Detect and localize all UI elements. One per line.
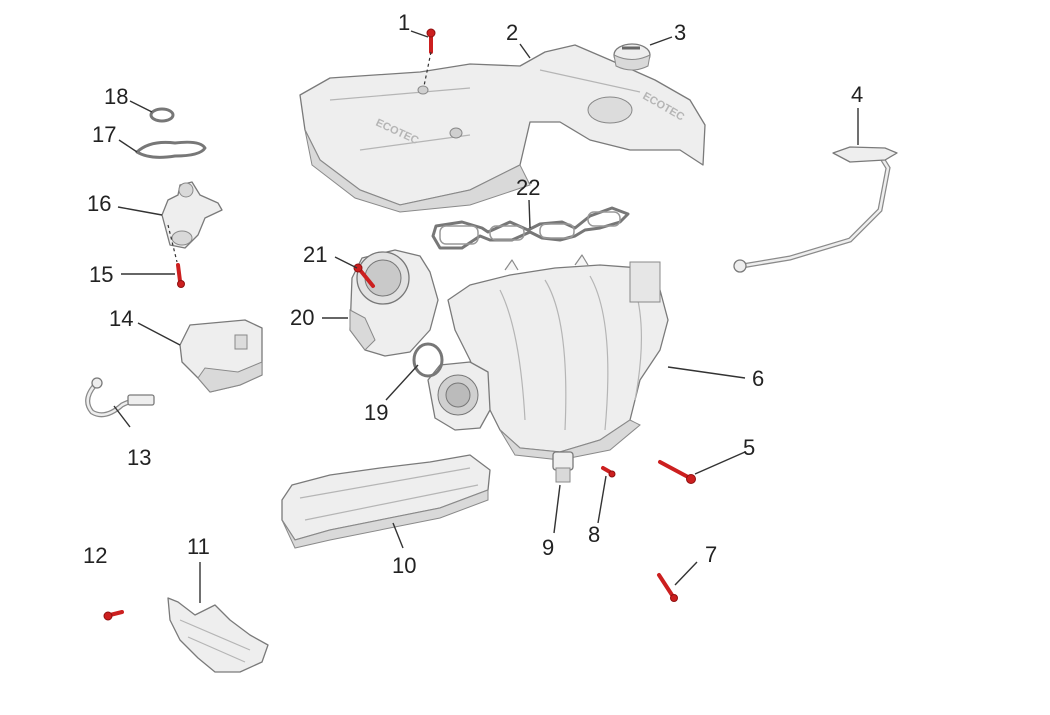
callout-21: 21 — [303, 242, 327, 267]
o-ring-seal — [149, 107, 175, 123]
heat-shield — [167, 597, 269, 673]
callout-12: 12 — [83, 543, 107, 568]
throttle-body-gasket — [412, 342, 444, 378]
callout-19: 19 — [364, 400, 388, 425]
callout-18: 18 — [104, 84, 128, 109]
high-pressure-fuel-pump — [161, 181, 223, 249]
callout-4: 4 — [851, 82, 863, 107]
heat-shield-bolt — [103, 610, 124, 621]
pcv-tube — [733, 146, 898, 273]
throttle-body-bolt — [353, 263, 375, 288]
sensor-harness — [85, 377, 155, 418]
callout-1: 1 — [398, 10, 410, 35]
callout-15: 15 — [89, 262, 113, 287]
callout-numbers: 1 2 3 4 5 6 7 8 9 10 11 12 13 14 15 16 1… — [83, 10, 863, 578]
callout-3: 3 — [674, 20, 686, 45]
callout-13: 13 — [127, 445, 151, 470]
callout-20: 20 — [290, 305, 314, 330]
manifold-long-bolt — [658, 460, 696, 484]
manifold-stud-bolt — [657, 573, 678, 602]
throttle-body — [349, 249, 439, 357]
small-bolt — [601, 466, 616, 478]
callout-5: 5 — [743, 435, 755, 460]
callout-22: 22 — [516, 175, 540, 200]
callout-2: 2 — [506, 20, 518, 45]
control-module-bracket — [179, 319, 263, 393]
manifold-sensor — [552, 451, 574, 483]
callout-17: 17 — [92, 122, 116, 147]
engine-cover: ECOTEC ECOTEC — [299, 44, 706, 213]
intake-manifold-gasket — [431, 206, 630, 250]
callout-9: 9 — [542, 535, 554, 560]
callout-7: 7 — [705, 542, 717, 567]
cover-bolt — [423, 28, 436, 87]
callout-14: 14 — [109, 306, 133, 331]
oil-filler-cap — [613, 43, 651, 71]
callout-11: 11 — [187, 534, 210, 559]
callout-6: 6 — [752, 366, 764, 391]
manifold-lower-cover — [281, 454, 491, 549]
callout-16: 16 — [87, 191, 111, 216]
intake-manifold — [427, 254, 669, 461]
callout-8: 8 — [588, 522, 600, 547]
callout-10: 10 — [392, 553, 416, 578]
fuel-pump-bolt — [167, 224, 185, 288]
fuel-pump-gasket — [135, 140, 207, 159]
leader-lines — [113, 30, 859, 603]
